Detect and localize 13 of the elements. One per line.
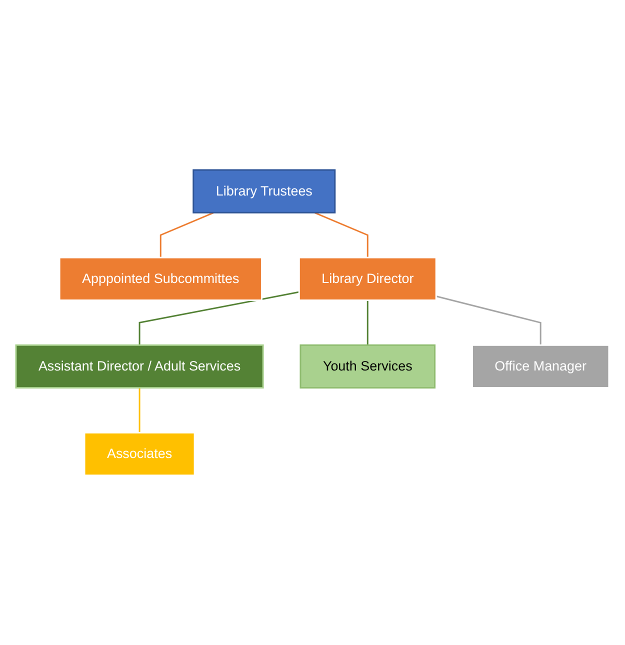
connector [160,212,214,258]
connector [314,212,368,258]
node-box: Assistant Director / Adult Services [15,344,264,388]
node-box: Office Manager [471,344,610,388]
node-box: Associates [84,432,196,476]
connector [436,295,542,345]
connector [366,300,368,345]
node-box: Youth Services [300,344,436,388]
node-box: Library Director [298,256,437,301]
connector [138,291,300,345]
node-box: Apppointed Subcommittes [58,256,262,301]
connector [138,388,140,433]
node-box: Library Trustees [192,169,336,214]
